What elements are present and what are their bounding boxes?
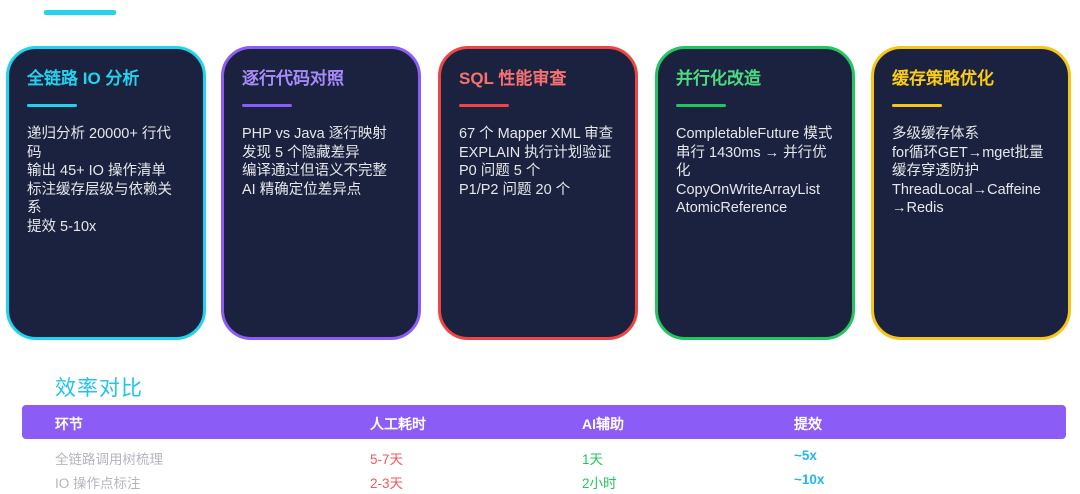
card-title: SQL 性能审查	[459, 69, 567, 88]
header-manual-time: 人工耗时	[370, 416, 426, 432]
card-bullet-text: 多级缓存体系	[892, 126, 979, 142]
header-step: 环节	[55, 416, 83, 432]
card-title-underline	[459, 104, 509, 107]
card-bullet-text: CompletableFuture 模式	[676, 126, 833, 142]
card-title-underline	[676, 104, 726, 107]
card-title: 全链路 IO 分析	[27, 69, 140, 88]
efficiency-section-title: 效率对比	[55, 377, 143, 400]
cell-step: 全链路调用树梳理	[55, 452, 163, 467]
card-title-underline	[242, 104, 292, 107]
cell-ai-time: 1天	[582, 452, 604, 467]
cell-manual-time: 5-7天	[370, 452, 404, 467]
card-title: 逐行代码对照	[242, 69, 344, 88]
header-gain: 提效	[794, 416, 822, 432]
card-parallelization: 并行化改造 CompletableFuture 模式串行 1430ms → 并行优…	[655, 46, 855, 340]
card-bullet-text: 标注缓存层级与依赖关系	[27, 181, 172, 217]
card-bullet-text: EXPLAIN 执行计划验证	[459, 144, 612, 161]
card-bullet-text: PHP vs Java 逐行映射	[242, 126, 387, 142]
top-accent-bar	[44, 10, 116, 15]
cell-gain: ~10x	[794, 472, 825, 487]
card-bullet-text: 发现 5 个隐藏差异	[242, 144, 360, 161]
card-bullet-text: 提效 5-10x	[27, 218, 97, 235]
cell-gain: ~5x	[794, 448, 817, 463]
card-sql-review: SQL 性能审查 67 个 Mapper XML 审查 EXPLAIN 执行计划验证…	[438, 46, 638, 340]
card-bullet-text: 递归分析 20000+ 行代码	[27, 126, 171, 161]
card-bullet-text: 输出 45+ IO 操作清单	[27, 163, 166, 179]
card-bullet-text: AI 精确定位差异点	[242, 181, 362, 198]
table-row: IO 操作点标注 2-3天 2小时 ~10x	[0, 472, 1080, 494]
cell-manual-time: 2-3天	[370, 476, 404, 491]
card-bullet-text: 缓存穿透防护	[892, 163, 979, 179]
card-title: 并行化改造	[676, 69, 761, 88]
card-bullet-text: for循环GET→mget批量	[892, 144, 1044, 161]
card-title-underline	[27, 104, 77, 107]
card-bullet-text: 编译通过但语义不完整	[242, 163, 387, 179]
header-ai-assist: AI辅助	[582, 416, 624, 432]
card-cache-strategy: 缓存策略优化多级缓存体系 for循环GET→mget批量缓存穿透防护 ThreadL…	[871, 46, 1071, 340]
card-bullet-text: 串行 1430ms → 并行优化	[676, 144, 827, 180]
card-title-underline	[892, 104, 942, 107]
card-bullet-text: ThreadLocal→Caffeine→Redis	[892, 181, 1041, 217]
card-bullet-text: AtomicReference	[676, 200, 788, 216]
card-bullet-text: P1/P2 问题 20 个	[459, 181, 571, 198]
card-bullet-text: CopyOnWriteArrayList	[676, 181, 820, 198]
cell-step: IO 操作点标注	[55, 476, 141, 491]
card-bullet-text: P0 问题 5 个	[459, 163, 541, 179]
efficiency-table-header: 环节 人工耗时 AI辅助 提效	[22, 405, 1066, 439]
cell-ai-time: 2小时	[582, 476, 617, 491]
card-io-analysis: 全链路 IO 分析递归分析 20000+ 行代码输出 45+ IO 操作清单标注…	[6, 46, 206, 340]
card-bullet-text: 67 个 Mapper XML 审查	[459, 126, 614, 142]
table-row: 全链路调用树梳理 5-7天 1天 ~5x	[0, 448, 1080, 470]
card-code-compare: 逐行代码对照 PHP vs Java 逐行映射发现 5 个隐藏差异编译通过但语义不…	[221, 46, 421, 340]
card-title: 缓存策略优化	[892, 69, 994, 88]
